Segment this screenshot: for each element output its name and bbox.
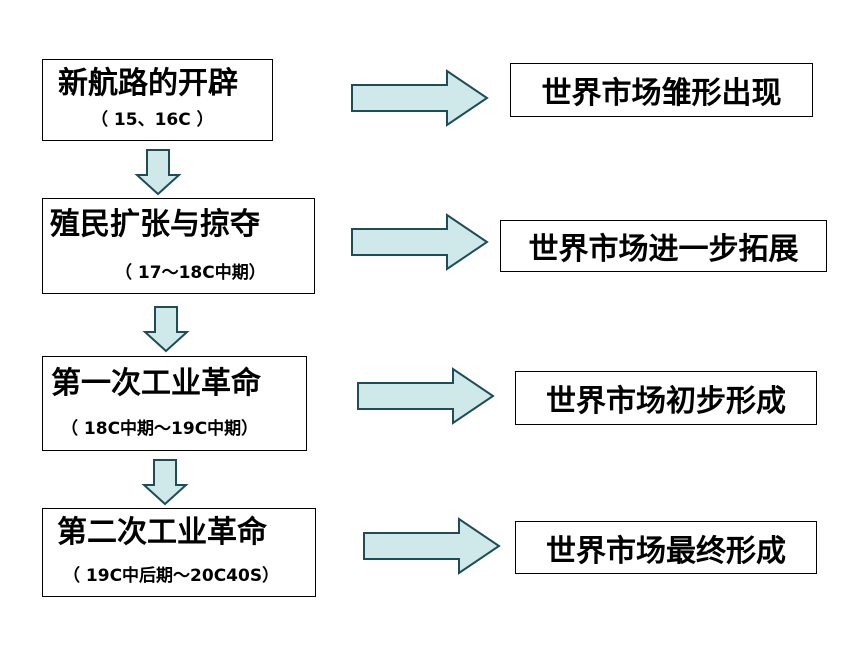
down-arrow-icon-1 (134, 149, 182, 196)
result-box-1: 世界市场雏形出现 (510, 63, 813, 117)
stage-title-3: 第一次工业革命 (51, 366, 261, 401)
right-arrow-icon-4 (363, 517, 501, 575)
result-label-2: 世界市场进一步拓展 (528, 232, 799, 267)
stage-title-4: 第二次工业革命 (57, 515, 267, 550)
stage-box-1: 新航路的开辟 （ 15、16C ） (42, 59, 273, 141)
stage-box-2: 殖民扩张与掠夺 （ 17～18C中期） (42, 198, 315, 294)
right-arrow-icon-2 (351, 213, 489, 271)
stage-period-2: （ 17～18C中期） (115, 263, 266, 283)
stage-period-4: （ 19C中后期～20C40S） (63, 566, 280, 586)
right-arrow-icon-1 (351, 69, 489, 127)
result-label-1: 世界市场雏形出现 (541, 76, 782, 111)
result-box-3: 世界市场初步形成 (515, 371, 817, 425)
down-arrow-icon-3 (141, 459, 189, 506)
down-arrow-icon-2 (142, 306, 190, 353)
result-label-4: 世界市场最终形成 (546, 533, 786, 569)
stage-box-3: 第一次工业革命 （ 18C中期～19C中期） (42, 356, 307, 451)
stage-period-1: （ 15、16C ） (91, 110, 214, 130)
stage-title-1: 新航路的开辟 (58, 66, 238, 101)
result-box-4: 世界市场最终形成 (515, 521, 817, 574)
stage-title-2: 殖民扩张与掠夺 (50, 207, 260, 242)
right-arrow-icon-3 (357, 367, 495, 425)
stage-box-4: 第二次工业革命 （ 19C中后期～20C40S） (42, 508, 316, 597)
result-box-2: 世界市场进一步拓展 (500, 220, 827, 272)
result-label-3: 世界市场初步形成 (546, 384, 786, 419)
stage-period-3: （ 18C中期～19C中期） (61, 419, 259, 439)
